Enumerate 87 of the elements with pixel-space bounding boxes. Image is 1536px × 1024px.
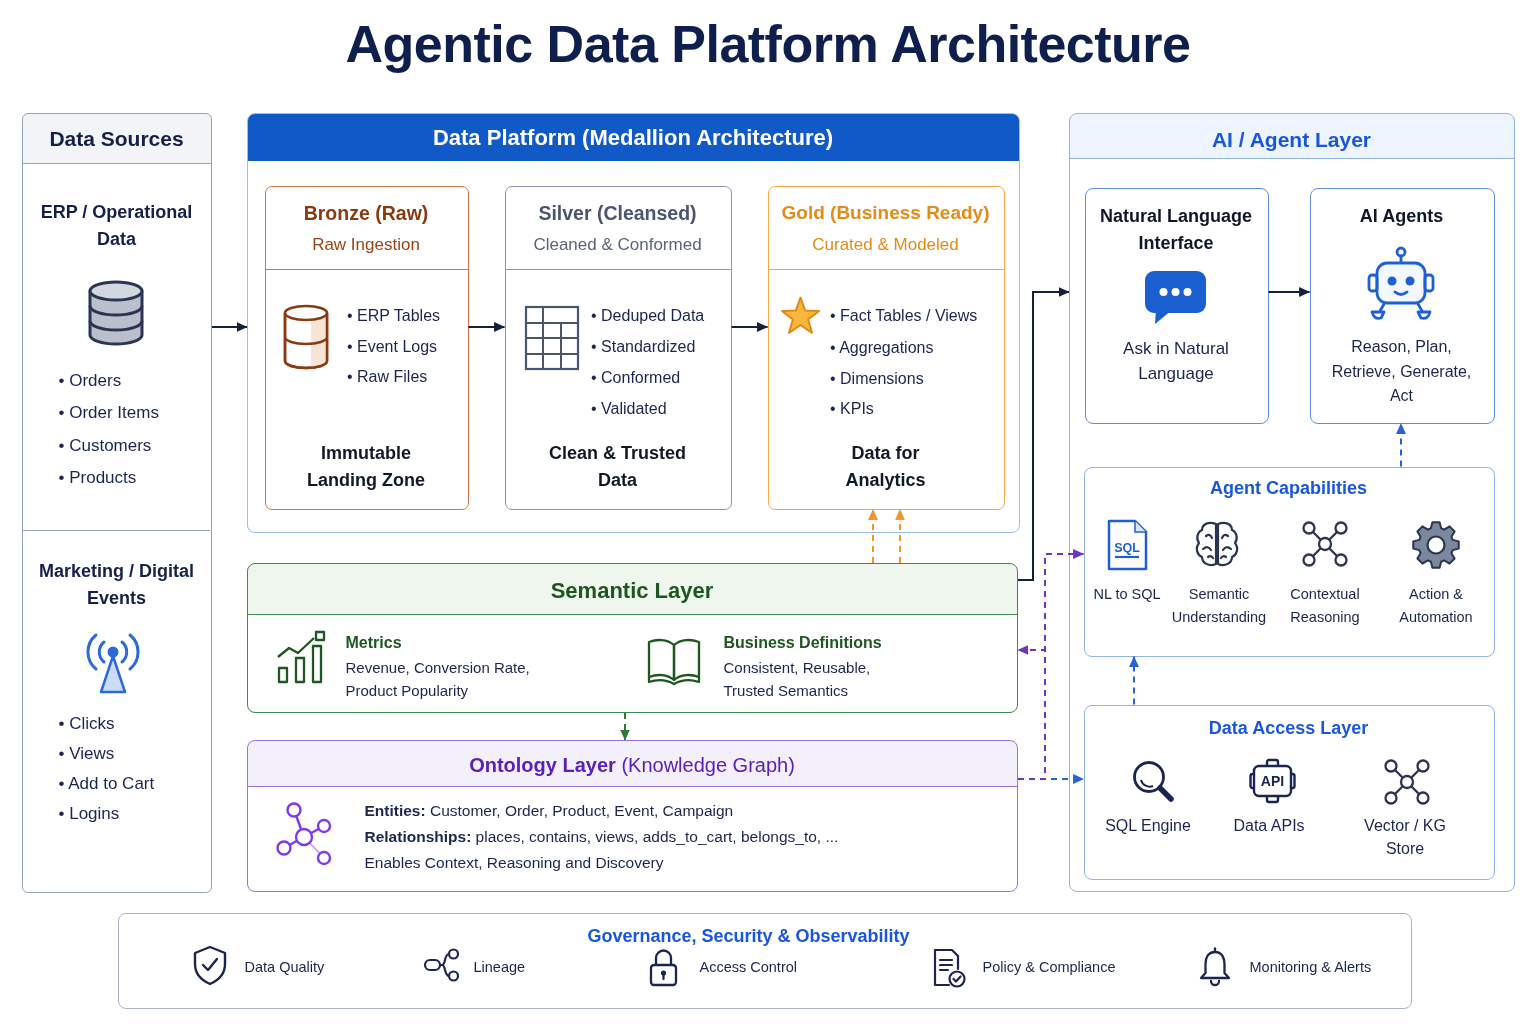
bullet-item: • Order Items: [58, 401, 160, 424]
layer-title: Semantic Layer: [549, 576, 715, 605]
layer-panel: [1069, 113, 1515, 892]
item-label: Lineage: [473, 957, 527, 977]
tier-title: Silver (Cleansed): [537, 201, 698, 226]
platform-panel: [247, 113, 1020, 533]
section-title: ERP / Operational Data: [39, 200, 194, 251]
capability-label: Action & Automation: [1398, 585, 1474, 627]
item-title: Metrics: [345, 632, 403, 653]
capability-label: Semantic Understanding: [1170, 585, 1268, 627]
tier-subtitle: Raw Ingestion: [311, 234, 421, 256]
card-title: Natural Language Interface: [1099, 205, 1253, 255]
bullet-item: • Dimensions: [830, 369, 925, 389]
item-label: Monitoring & Alerts: [1249, 957, 1373, 977]
source-panel: [22, 113, 212, 893]
arrow: [467, 322, 506, 332]
card-title: AI Agents: [1358, 205, 1445, 228]
tier-subtitle: Cleaned & Conformed: [532, 234, 703, 256]
layer-panel: [247, 740, 1018, 892]
bullet-item: • Raw Files: [347, 367, 429, 387]
dashed-arrow: [1017, 645, 1046, 780]
item-text: Revenue, Conversion Rate, Product Popularity: [345, 657, 531, 701]
sql-file-icon: SQL: [1106, 519, 1148, 571]
tier-caption: Immutable Landing Zone: [306, 442, 426, 492]
arrow: [730, 322, 769, 332]
bullet-item: • Aggregations: [830, 338, 935, 358]
bullet-item: • Standardized: [591, 337, 697, 357]
component-label: Data APIs: [1232, 816, 1306, 836]
panel-title: Data Access Layer: [1207, 717, 1370, 740]
tier-card: [767, 185, 1005, 510]
tier-subtitle: Curated & Modeled: [811, 234, 960, 256]
component-label: SQL Engine: [1104, 816, 1192, 836]
bullet-item: • Orders: [58, 369, 123, 392]
component-label: Vector / KG Store: [1363, 816, 1447, 859]
capability-label: Contextual Reasoning: [1289, 585, 1361, 627]
governance-panel: [118, 913, 1412, 1009]
dashed-arrow: [868, 508, 878, 564]
dashed-arrow: [620, 712, 630, 741]
diagram-title: Agentic Data Platform Architecture: [344, 14, 1192, 75]
tier-caption: Clean & Trusted Data: [548, 442, 687, 492]
arrow: [211, 322, 248, 332]
dashed-arrow: [895, 508, 905, 564]
arrow: [1017, 287, 1070, 581]
bullet-item: • Fact Tables / Views: [830, 306, 979, 326]
panel-title: Data Platform (Medallion Architecture): [431, 123, 835, 152]
item-text: Entities: Customer, Order, Product, Event, Campaign: [364, 800, 735, 821]
item-label: Policy & Compliance: [982, 957, 1117, 977]
item-title: Business Definitions: [723, 632, 883, 653]
tier-card: [504, 185, 732, 510]
bullet-item: • KPIs: [830, 399, 875, 419]
bullet-item: • Views: [58, 742, 116, 765]
tier-card: [264, 185, 469, 510]
bullet-item: • Products: [58, 466, 138, 489]
card-text: Ask in Natural Language: [1122, 338, 1230, 385]
dashed-arrow: [1396, 422, 1406, 468]
dashed-arrow: [1129, 655, 1139, 706]
layer-panel: [247, 563, 1018, 713]
bullet-item: • ERP Tables: [347, 306, 442, 326]
panel-title: Data Sources: [48, 125, 185, 152]
section-title: Marketing / Digital Events: [38, 559, 195, 610]
component-card: [1084, 187, 1269, 424]
panel-title: Governance, Security & Observability: [586, 924, 911, 948]
tier-title: Gold (Business Ready): [780, 201, 991, 225]
panel-title: AI / Agent Layer: [1210, 126, 1373, 153]
bullet-item: • Validated: [591, 399, 668, 419]
tier-caption: Data for Analytics: [844, 442, 927, 492]
item-text: Enables Context, Reasoning and Discovery: [364, 852, 665, 873]
item-text: Relationships: places, contains, views, adds_to_cart, belongs_to, ...: [364, 826, 840, 847]
bullet-item: • Deduped Data: [591, 306, 706, 326]
card-text: Reason, Plan, Retrieve, Generate, Act: [1330, 337, 1473, 406]
capability-panel: [1083, 704, 1495, 880]
layer-title: Ontology Layer (Knowledge Graph): [468, 752, 796, 778]
panel-title: Agent Capabilities: [1209, 477, 1368, 500]
capability-label: NL to SQL: [1092, 585, 1162, 604]
arrow: [1267, 287, 1311, 297]
tier-title: Bronze (Raw): [302, 201, 430, 226]
bullet-item: • Customers: [58, 434, 153, 457]
item-label: Data Quality: [244, 957, 326, 977]
bullet-item: • Add to Cart: [58, 772, 156, 795]
bullet-item: • Clicks: [58, 712, 116, 735]
bullet-item: • Event Logs: [347, 337, 439, 357]
bullet-item: • Logins: [58, 802, 121, 825]
component-card: [1309, 187, 1495, 424]
bullet-item: • Conformed: [591, 368, 682, 388]
item-label: Access Control: [699, 957, 798, 977]
capability-panel: [1083, 466, 1495, 657]
item-text: Consistent, Reusable, Trusted Semantics: [723, 657, 872, 701]
